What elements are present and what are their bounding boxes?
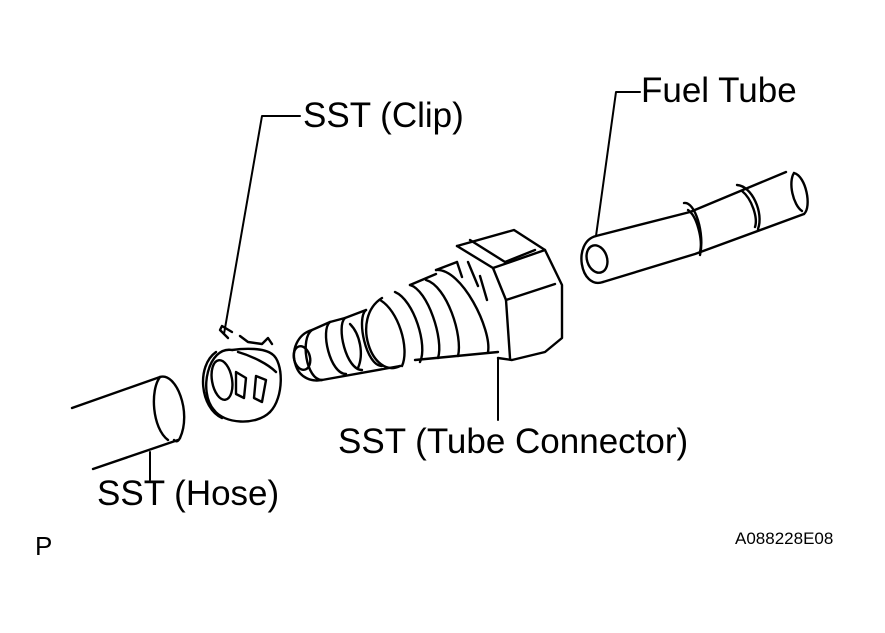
leader-line-clip [223,115,301,335]
sst-clip-label: SST (Clip) [303,96,464,135]
figure-code: A088228E08 [735,529,834,548]
fuel-tube-label: Fuel Tube [641,71,797,110]
corner-mark: P [35,531,53,561]
leader-lines [149,91,641,481]
sst-hose-label: SST (Hose) [97,474,280,513]
clip-illustration [201,324,282,423]
fuel-tube-illustration [580,170,809,285]
tube-connector-illustration [292,228,564,382]
hose-illustration [70,375,186,471]
sst-tube-connector-label: SST (Tube Connector) [338,422,689,461]
leader-line-fuel-tube [595,91,641,237]
